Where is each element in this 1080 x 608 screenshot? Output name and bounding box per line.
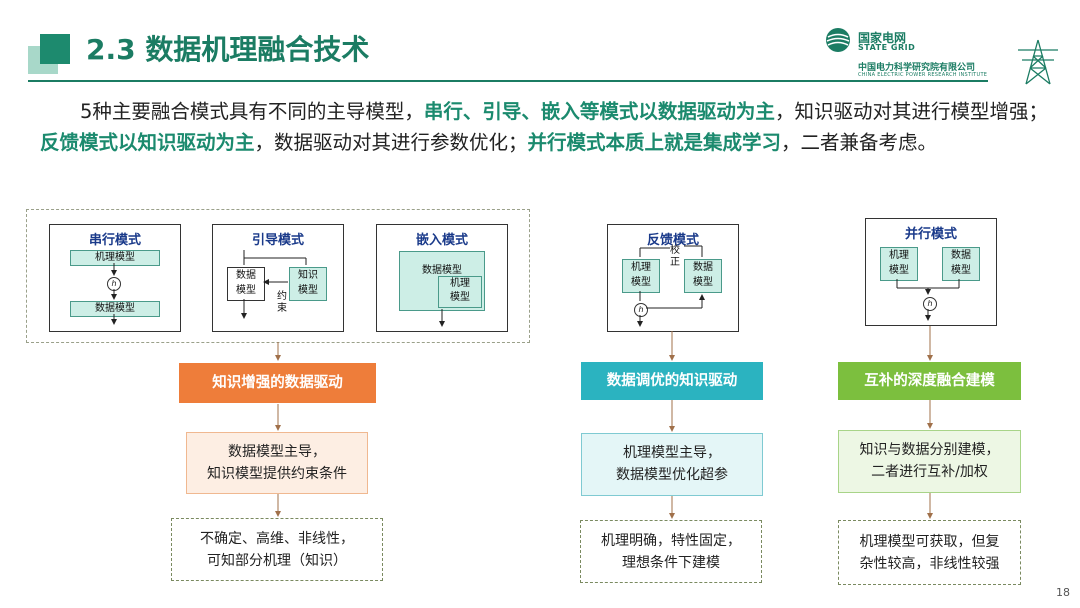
banner-data-tuned: 数据调优的知识驱动 <box>581 362 763 400</box>
intro-text-2: ，知识驱动对其进行模型增强； <box>774 100 1048 123</box>
guide-mode-title: 引导模式 <box>251 233 304 248</box>
sgcc-name: 国家电网 <box>858 31 907 45</box>
embed-outer-data-model: 数据模型 机理 模型 <box>399 251 485 311</box>
serial-mode-title: 串行模式 <box>88 233 141 248</box>
intro-highlight-1: 串行、引导、嵌入等模式以数据驱动为主 <box>423 100 775 123</box>
feedback-mode-diagram: 反馈模式 机理 模型 数据 模型 校 正 h <box>607 224 739 332</box>
feedback-mode-title: 反馈模式 <box>646 233 699 248</box>
note-knowledge-enhanced: 不确定、高维、非线性， 可知部分机理（知识） <box>171 518 383 581</box>
note-complementary-fusion: 机理模型可获取，但复 杂性较高，非线性较强 <box>838 520 1021 585</box>
serial-data-model: 数据模型 <box>70 301 160 317</box>
embed-inner-mechanism-model: 机理 模型 <box>438 276 482 308</box>
banner-knowledge-enhanced: 知识增强的数据驱动 <box>179 363 376 403</box>
serial-mechanism-model: 机理模型 <box>70 250 160 266</box>
title-divider <box>28 80 988 82</box>
embed-outer-label: 数据模型 <box>422 265 462 276</box>
parallel-mechanism-model: 机理 模型 <box>880 247 918 281</box>
embed-mode-title: 嵌入模式 <box>415 233 468 248</box>
sgcc-english-name: STATE GRID <box>858 43 916 52</box>
intro-highlight-3: 并行模式本质上就是集成学习 <box>527 131 782 154</box>
state-grid-logo-icon <box>826 28 850 52</box>
parallel-mode-diagram: 并行模式 机理 模型 数据 模型 h <box>865 218 997 326</box>
intro-highlight-2: 反馈模式以知识驱动为主 <box>40 131 255 154</box>
feedback-data-model: 数据 模型 <box>684 259 722 293</box>
desc-knowledge-enhanced: 数据模型主导， 知识模型提供约束条件 <box>186 432 368 494</box>
institute-name: 中国电力科学研究院有限公司 <box>858 63 976 73</box>
intro-paragraph: 5种主要融合模式具有不同的主导模型，串行、引导、嵌入等模式以数据驱动为主，知识驱… <box>40 96 1060 158</box>
guide-data-model: 数据 模型 <box>227 267 265 301</box>
guide-constraint-label: 约 束 <box>277 291 287 314</box>
institute-english-name: CHINA ELECTRIC POWER RESEARCH INSTITUTE <box>858 72 988 78</box>
parallel-h-node: h <box>923 297 937 311</box>
desc-data-tuned: 机理模型主导， 数据模型优化超参 <box>581 433 763 496</box>
intro-text-1: 5种主要融合模式具有不同的主导模型， <box>80 100 424 123</box>
power-tower-icon <box>1018 39 1058 85</box>
note-data-tuned: 机理明确，特性固定， 理想条件下建模 <box>580 520 762 583</box>
feedback-h-node: h <box>634 303 648 317</box>
intro-text-4: ，二者兼备考虑。 <box>781 131 938 154</box>
parallel-data-model: 数据 模型 <box>942 247 980 281</box>
title-accent-dark <box>40 34 70 64</box>
intro-text-3: ，数据驱动对其进行参数优化； <box>254 131 528 154</box>
page-number: 18 <box>1056 586 1070 599</box>
guide-knowledge-model: 知识 模型 <box>289 267 327 301</box>
parallel-mode-title: 并行模式 <box>904 227 957 242</box>
feedback-mechanism-model: 机理 模型 <box>622 259 660 293</box>
serial-h-node: h <box>107 277 121 291</box>
feedback-correction-label: 校 正 <box>670 245 680 268</box>
embed-mode-diagram: 嵌入模式 数据模型 机理 模型 <box>376 224 508 332</box>
guide-mode-diagram: 引导模式 数据 模型 知识 模型 约 束 <box>212 224 344 332</box>
serial-mode-diagram: 串行模式 机理模型 h 数据模型 <box>49 224 181 332</box>
banner-complementary-fusion: 互补的深度融合建模 <box>838 362 1021 400</box>
desc-complementary-fusion: 知识与数据分别建模， 二者进行互补/加权 <box>838 430 1021 493</box>
page-title: 2.3 数据机理融合技术 <box>86 33 370 66</box>
